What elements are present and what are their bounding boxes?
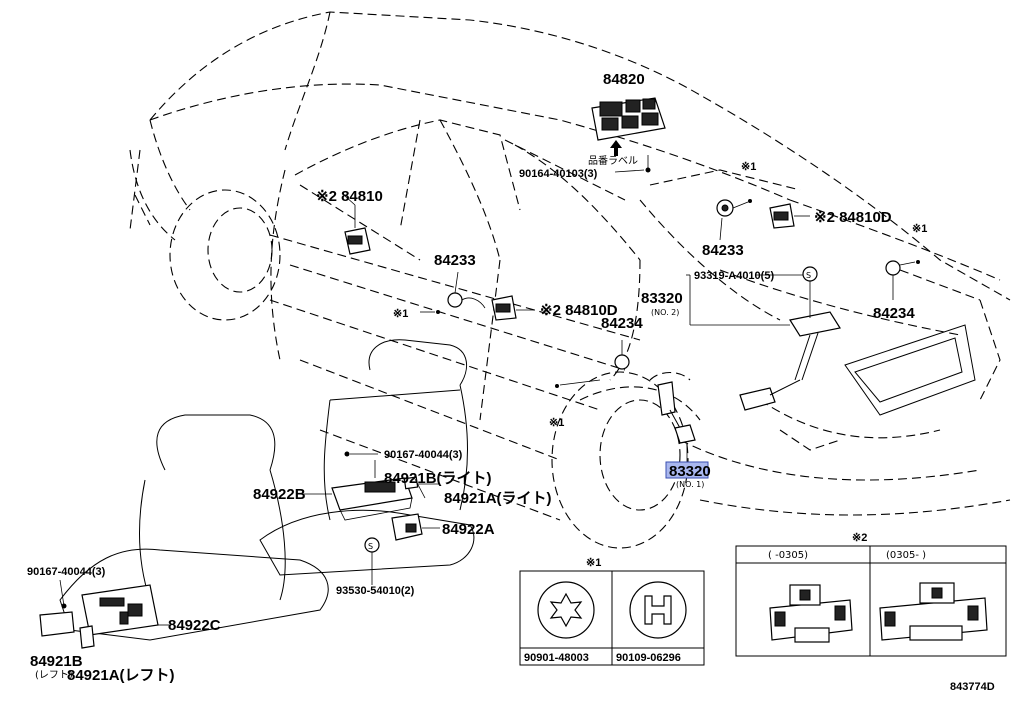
label-84820: 84820 [603, 71, 645, 88]
door-switch-84810 [344, 205, 371, 255]
label-84921B-left-sub: (レフト) [35, 670, 73, 681]
part-labels: 84820 品番ラベル 90164-40103(3) ※1 84233 ※2 8… [27, 71, 927, 684]
master-switch-84820 [591, 97, 666, 173]
label-part-number-tag: 品番ラベル [588, 155, 638, 167]
label-84810D-mid: ※2 84810D [540, 302, 618, 319]
legend-mark2-title: ※2 [852, 532, 867, 544]
label-84234-right: 84234 [873, 305, 915, 322]
label-no1: (NO. 1) [676, 480, 704, 489]
door-switch-84810D-mid [491, 295, 535, 321]
label-84922A: 84922A [442, 521, 495, 538]
label-93530: 93530-54010(2) [336, 585, 415, 597]
label-90167-left: 90167-40044(3) [27, 566, 106, 578]
screws-seat: S [61, 451, 380, 609]
fuel-sender-83320-no1 [649, 371, 696, 462]
label-90164: 90164-40103(3) [519, 168, 598, 180]
seat-switch-84922A [391, 513, 423, 541]
label-93319: 93319-A4010(5) [694, 270, 774, 282]
label-mark1-a: ※1 [741, 161, 756, 173]
label-84810-left: ※2 84810 [316, 188, 383, 205]
svg-text:S: S [806, 271, 811, 280]
label-84234-mid: 84234 [601, 315, 643, 332]
label-84921A-right: 84921A(ライト) [444, 490, 552, 507]
label-84921B-left: 84921B [30, 653, 83, 670]
vehicle-outline [129, 11, 1011, 549]
switch-variant-old [769, 584, 853, 643]
legend-mark1-cell-1: 90901-48003 [524, 652, 589, 664]
label-84922B: 84922B [253, 486, 306, 503]
label-84810D-right: ※2 84810D [814, 209, 892, 226]
switch-variant-new [879, 582, 988, 641]
seat-knob-84921A-left [79, 625, 95, 649]
label-mark1-c: ※1 [393, 308, 408, 320]
legend-mark1: ※1 90901-48003 90109-06296 [519, 557, 705, 666]
label-no2: (NO. 2) [651, 308, 679, 317]
drawing-number: 843774D [950, 681, 995, 693]
legend-mark1-cell-2: 90109-06296 [616, 652, 681, 664]
legend-mark1-title: ※1 [586, 557, 601, 569]
label-mark1-d: ※1 [549, 417, 564, 429]
label-84921B-right: 84921B(ライト) [384, 470, 492, 487]
seat-switch-84922B [331, 460, 413, 521]
sensor-84234-right [885, 260, 920, 300]
label-mark1-b: ※1 [912, 223, 927, 235]
label-84233-right: 84233 [702, 242, 744, 259]
legend-mark2: ※2 ( -0305) (0305- ) [735, 532, 1007, 657]
svg-text:S: S [368, 542, 373, 551]
door-switch-84810D-right [769, 203, 810, 229]
seat-switch-84922C [81, 584, 159, 636]
label-84921A-left: 84921A(レフト) [67, 667, 175, 684]
label-83320-no1: 83320 [669, 463, 711, 480]
label-84922C: 84922C [168, 617, 221, 634]
label-83320-no2: 83320 [641, 290, 683, 307]
label-90167-top: 90167-40044(3) [384, 449, 463, 461]
leader-lines [59, 169, 803, 626]
label-84233-mid: 84233 [434, 252, 476, 269]
legend-mark2-col-1: ( -0305) [768, 550, 808, 561]
fuel-sender-83320-no2: S [739, 266, 841, 411]
sensor-84234-mid [555, 340, 630, 388]
sensor-84233-right [716, 199, 752, 241]
seat-knob-84921B-left [39, 611, 75, 637]
legend-mark2-col-2: (0305- ) [886, 550, 926, 561]
sensor-84233-mid [420, 271, 486, 314]
